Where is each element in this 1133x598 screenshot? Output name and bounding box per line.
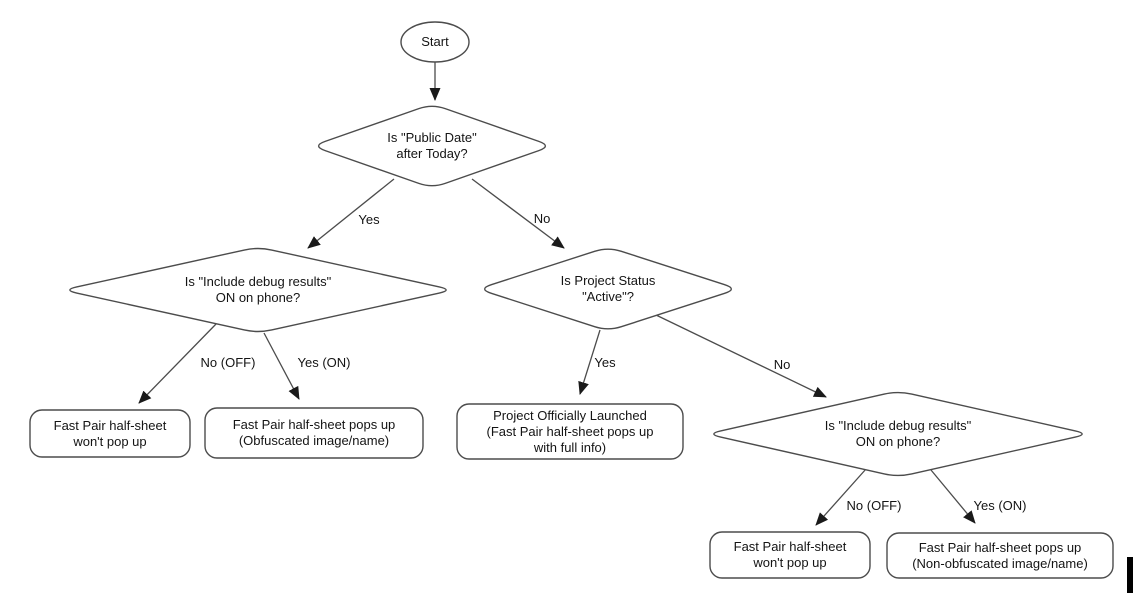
edge-public-date-yes <box>307 178 395 249</box>
outcome-wont-pop-up-right <box>709 531 871 579</box>
outcome-launched <box>456 403 684 460</box>
edge-debug-right-yes-on <box>930 469 976 524</box>
edge-debug-left-no-off <box>138 322 218 404</box>
decision-public-date <box>317 105 547 187</box>
decision-debug-right <box>713 391 1083 477</box>
outcome-obfuscated <box>204 407 424 459</box>
text-cursor-artifact <box>1127 557 1133 593</box>
outcome-wont-pop-up-left <box>29 409 191 458</box>
start-node <box>400 21 470 63</box>
decision-debug-left <box>69 247 447 333</box>
edge-debug-right-no-off <box>815 468 867 526</box>
outcome-non-obfuscated <box>886 532 1114 579</box>
edge-public-date-no <box>471 178 565 249</box>
edge-debug-left-yes-on <box>263 332 300 400</box>
edge-project-status-no <box>655 314 827 398</box>
decision-project-status <box>483 248 733 330</box>
edge-project-status-yes <box>578 329 601 395</box>
